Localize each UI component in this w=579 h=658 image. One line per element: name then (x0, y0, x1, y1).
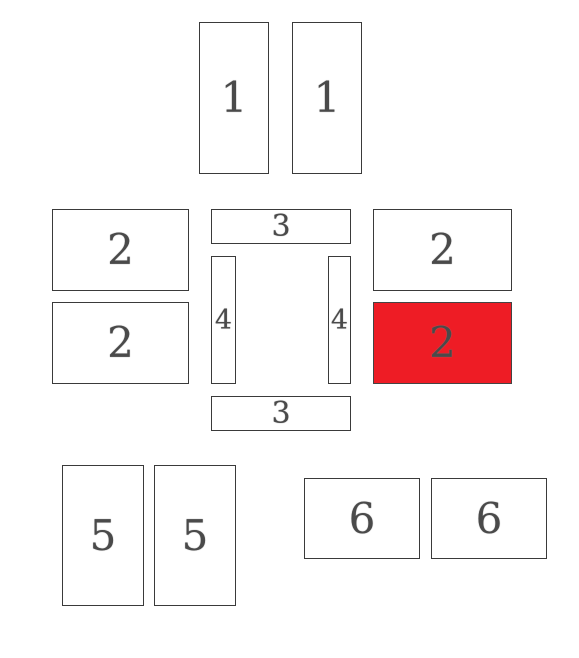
piece-label: 1 (220, 73, 248, 122)
piece-2-right-top: 2 (373, 209, 512, 291)
piece-3-bottom: 3 (211, 396, 351, 431)
piece-2-right-bottom: 2 (373, 302, 512, 384)
piece-2-left-top: 2 (52, 209, 189, 291)
piece-label: 5 (89, 510, 117, 560)
piece-1-left: 1 (199, 22, 269, 174)
piece-label: 1 (313, 73, 341, 122)
piece-label: 6 (475, 493, 503, 543)
piece-1-right: 1 (292, 22, 362, 174)
piece-label: 3 (271, 208, 291, 244)
piece-label: 2 (429, 225, 456, 274)
piece-3-top: 3 (211, 209, 351, 244)
piece-label: 6 (348, 493, 376, 543)
piece-label: 3 (271, 395, 291, 431)
piece-label: 2 (429, 318, 456, 367)
piece-label: 2 (107, 225, 134, 274)
piece-label: 2 (107, 318, 134, 367)
piece-5-left: 5 (62, 465, 144, 606)
piece-6-right: 6 (431, 478, 547, 559)
piece-5-right: 5 (154, 465, 236, 606)
piece-6-left: 6 (304, 478, 420, 559)
piece-2-left-bottom: 2 (52, 302, 189, 384)
piece-label: 4 (330, 304, 349, 336)
piece-4-right: 4 (328, 256, 351, 384)
piece-label: 4 (214, 304, 233, 336)
piece-label: 5 (181, 510, 209, 560)
piece-4-left: 4 (211, 256, 236, 384)
